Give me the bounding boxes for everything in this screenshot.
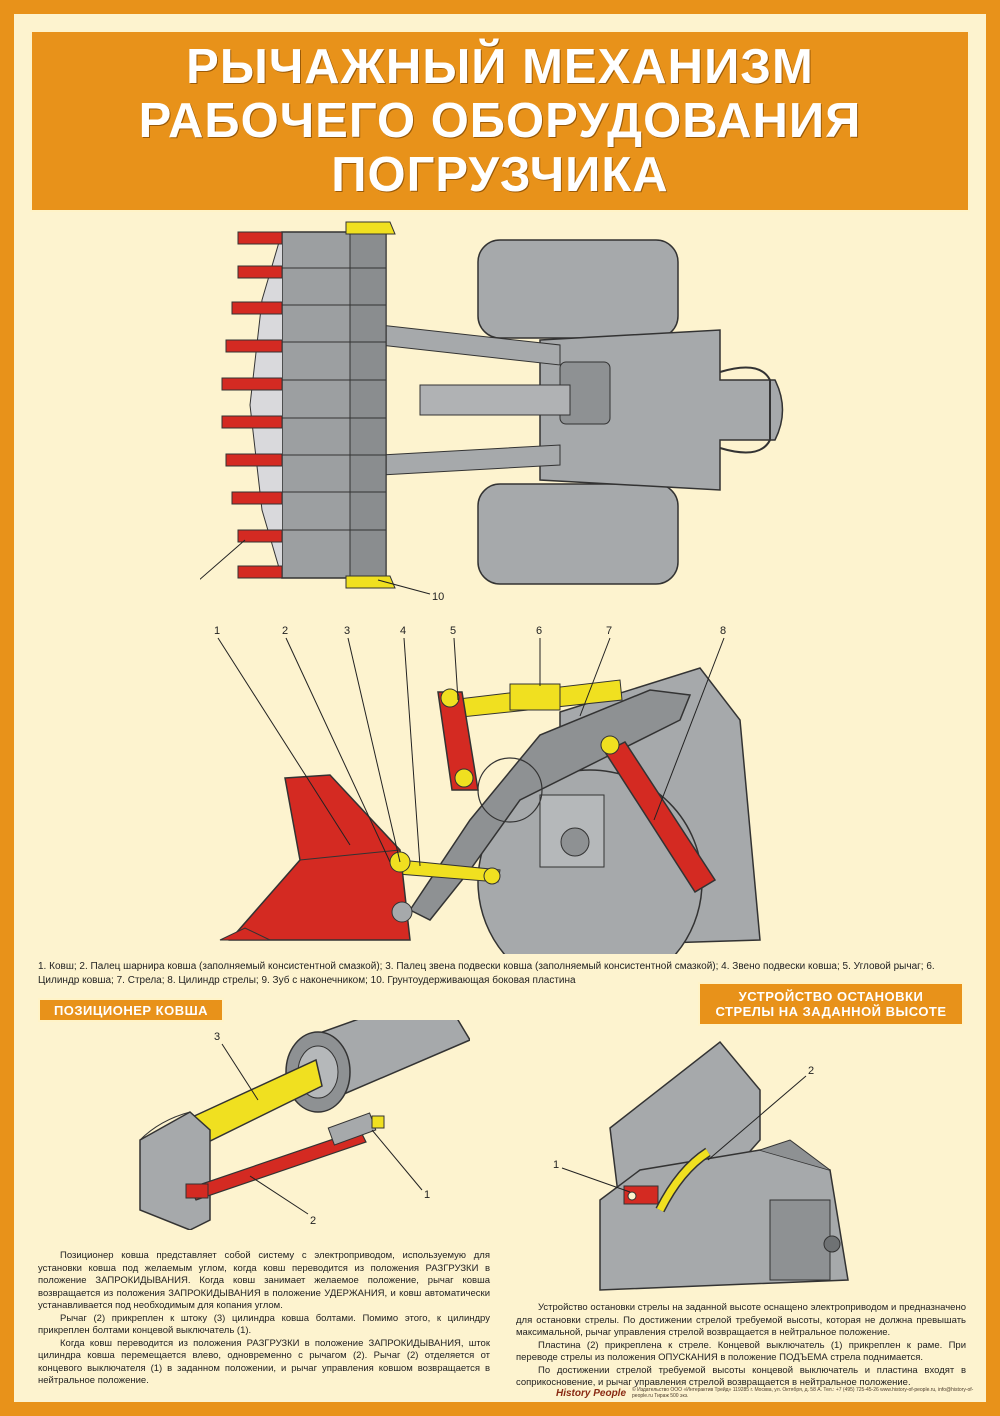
boom-stop-paragraph-3: По достижении стрелой требуемой высоты к… [516, 1364, 966, 1389]
positioner-paragraph-2: Рычаг (2) прикреплен к штоку (3) цилиндр… [38, 1312, 490, 1337]
bucket-tooth [237, 565, 283, 579]
callout-line-9 [200, 539, 246, 580]
bucket-side-edge [299, 849, 401, 861]
positioner-label: ПОЗИЦИОНЕР КОВША [38, 998, 224, 1022]
boom-stop-description: Устройство остановки стрелы на заданной … [516, 1302, 966, 1390]
rod-eye-edge [139, 1111, 191, 1141]
bucket-tooth [225, 339, 283, 353]
frame-block [769, 1199, 831, 1281]
side-view-diagram: 1 2 3 4 5 6 7 8 [214, 625, 761, 954]
callout-3: 3 [344, 625, 350, 637]
boom-cylinder-pin [600, 735, 620, 755]
publisher-logo: History People [556, 1387, 627, 1399]
bucket-tooth [221, 415, 283, 429]
callout-line-2 [285, 637, 391, 863]
frame-rear-loop [719, 366, 771, 454]
bell-crank-pin [440, 688, 460, 708]
switch-screw [627, 1191, 637, 1201]
title-line-3: ПОГРУЗЧИКА [331, 148, 669, 202]
parts-legend: 1. Ковш; 2. Палец шарнира ковша (заполня… [38, 961, 935, 986]
side-plate-bottom [345, 575, 396, 589]
bucket-tooth [225, 453, 283, 467]
callout-boom-1: 1 [553, 1159, 559, 1171]
frame-bolt [823, 1235, 841, 1253]
positioner-paragraph-3: Когда ковш переводится из положения РАЗГ… [38, 1337, 490, 1387]
bucket-tooth [221, 377, 283, 391]
bucket-tooth [237, 529, 283, 543]
front-wheel-top [477, 239, 679, 339]
callout-line-boom-2 [707, 1075, 807, 1161]
bell-crank-pin-lower [454, 768, 474, 788]
callout-line-5 [453, 637, 459, 701]
callout-pos-3: 3 [214, 1031, 220, 1043]
limit-switch-plunger [371, 1115, 385, 1129]
callout-1: 1 [214, 625, 220, 637]
callout-line-pos-1 [371, 1129, 423, 1191]
boom-stop-label-line-1: УСТРОЙСТВО ОСТАНОВКИ [738, 989, 924, 1004]
positioner-diagram: 3 1 2 [139, 1020, 470, 1230]
callout-line-8 [653, 637, 725, 821]
callout-line-10 [377, 579, 431, 595]
bucket-cylinder-body [509, 683, 561, 711]
bucket-tooth [237, 231, 283, 245]
bucket-hinge-pin [391, 901, 413, 923]
callout-6: 6 [536, 625, 542, 637]
link-pin [483, 867, 501, 885]
bucket-tooth [231, 301, 283, 315]
callout-line-pos-3 [221, 1043, 259, 1101]
bucket-tooth-side [219, 927, 271, 941]
cutting-edge [249, 231, 283, 579]
bucket-cylinder-top [419, 384, 571, 416]
boom-stop-paragraph-1: Устройство остановки стрелы на заданной … [516, 1302, 966, 1338]
callout-8: 8 [720, 625, 726, 637]
boom-stop-diagram: 2 1 [553, 1040, 849, 1291]
stop-plate [656, 1149, 710, 1212]
bucket-tooth [237, 265, 283, 279]
callout-2: 2 [282, 625, 288, 637]
callout-line-boom-1 [561, 1167, 631, 1193]
bucket-tooth [231, 491, 283, 505]
callout-pos-1: 1 [424, 1189, 430, 1201]
callout-5: 5 [450, 625, 456, 637]
boom-stop-paragraph-2: Пластина (2) прикреплена к стреле. Конце… [516, 1339, 966, 1364]
title-line-2: РАБОЧЕГО ОБОРУДОВАНИЯ [138, 94, 862, 148]
boom-stop-label: УСТРОЙСТВО ОСТАНОВКИ СТРЕЛЫ НА ЗАДАННОЙ … [698, 982, 964, 1026]
rod-eye-block [139, 1111, 211, 1230]
callout-line-4 [403, 637, 421, 867]
front-wheel-bottom [477, 483, 679, 585]
boom-stop-label-line-2: СТРЕЛЫ НА ЗАДАННОЙ ВЫСОТЕ [715, 1004, 947, 1019]
callout-line-pos-2 [249, 1175, 309, 1215]
callout-line-1 [217, 637, 351, 846]
frame-top [759, 1139, 831, 1171]
bucket-back [349, 231, 387, 579]
publisher-info: © Издательство ООО «Интерактив Трейд» 11… [632, 1387, 974, 1399]
callout-line-7 [579, 637, 611, 717]
lever-clamp [185, 1183, 209, 1199]
title-line-1: РЫЧАЖНЫЙ МЕХАНИЗМ [186, 40, 814, 94]
boom-arm-bottom [379, 444, 561, 476]
callout-boom-2: 2 [808, 1065, 814, 1077]
callout-10: 10 [432, 591, 444, 603]
positioner-paragraph-1: Позиционер ковша представляет собой сист… [38, 1250, 490, 1311]
callout-4: 4 [400, 625, 406, 637]
callout-pos-2: 2 [310, 1215, 316, 1227]
positioner-description: Позиционер ковша представляет собой сист… [38, 1250, 490, 1388]
title-banner: РЫЧАЖНЫЙ МЕХАНИЗМ РАБОЧЕГО ОБОРУДОВАНИЯ … [30, 30, 970, 212]
callout-line-3 [347, 637, 401, 863]
axle-hub [560, 827, 590, 857]
side-plate-top [345, 221, 396, 235]
callout-7: 7 [606, 625, 612, 637]
footer: History People © Издательство ООО «Интер… [556, 1384, 976, 1402]
top-view-diagram: 9 10 [200, 221, 784, 603]
